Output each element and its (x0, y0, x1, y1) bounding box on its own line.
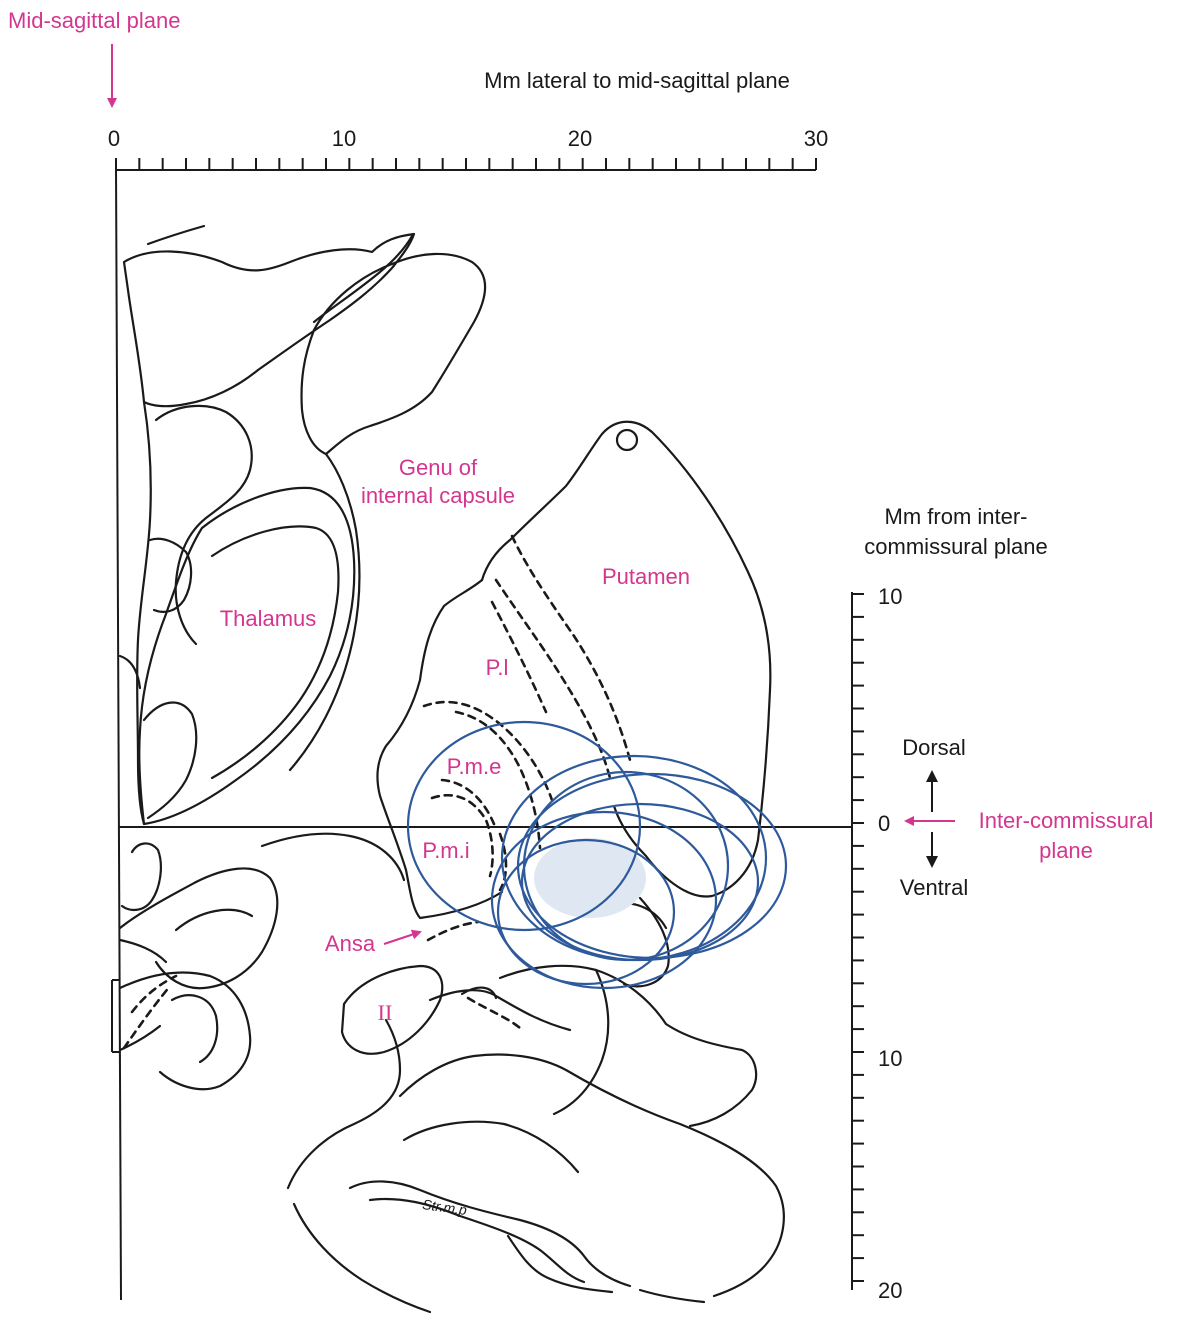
outline-lower-curve-2 (350, 1181, 630, 1286)
putamen-label: Putamen (602, 564, 690, 589)
y-tick-10-ventral: 10 (878, 1046, 902, 1071)
x-tick-20: 20 (568, 126, 592, 151)
outline-caudate-lobe (302, 254, 486, 454)
y-tick-20: 20 (878, 1278, 902, 1303)
outline-lower-left-4 (120, 940, 166, 962)
inter-commissural-label-1: Inter-commissural (979, 808, 1154, 833)
dorsal-label: Dorsal (902, 735, 966, 760)
x-tick-30: 30 (804, 126, 828, 151)
outline-pallidum (378, 580, 502, 918)
outline-lower-left-5 (120, 972, 250, 1089)
right-axis-title-1: Mm from inter- (885, 504, 1028, 529)
outline-lower-curve-1 (294, 1204, 430, 1312)
outline-upper-block (124, 234, 414, 406)
strmp-label: Str.m.p (421, 1196, 468, 1218)
outline-temporal-lower (400, 1055, 784, 1296)
pme-label: P.m.e (447, 754, 502, 779)
optic-label: II (378, 1000, 393, 1025)
mid-sagittal-label: Mid-sagittal plane (8, 8, 180, 33)
outline-left-block (144, 703, 196, 818)
outline-temporal-mid (554, 970, 608, 1114)
x-tick-10: 10 (332, 126, 356, 151)
outline-lower-curve-4 (508, 1236, 612, 1292)
outline-putamen (482, 422, 770, 897)
x-axis-ruler (116, 158, 816, 170)
y-tick-0: 0 (878, 811, 890, 836)
outline-top-fragment (148, 226, 204, 244)
genu-label-2: internal capsule (361, 483, 515, 508)
ansa-arrow (384, 932, 420, 944)
thalamus-label: Thalamus (220, 606, 317, 631)
outline-lower-left-3 (176, 910, 252, 930)
dashed-laminae (124, 536, 630, 1048)
outline-lower-curve-3 (370, 1199, 584, 1282)
outline-lower-mid (262, 834, 404, 880)
genu-label-1: Genu of (399, 455, 478, 480)
ansa-label: Ansa (325, 931, 376, 956)
right-axis-title-2: commissural plane (864, 534, 1047, 559)
outline-hippocampal (288, 1020, 400, 1188)
outline-putamen-foramen (617, 430, 637, 450)
outline-lower-curve-5 (640, 1290, 704, 1302)
outline-lower-left-6 (172, 995, 217, 1062)
outline-lower-left-2 (120, 868, 277, 988)
outline-temporal-inner (404, 1122, 578, 1172)
outline-lower-left-1 (122, 843, 161, 910)
y-tick-10-dorsal: 10 (878, 584, 902, 609)
ventral-label: Ventral (900, 875, 969, 900)
outline-thalamus-inner (212, 526, 338, 778)
x-axis-title: Mm lateral to mid-sagittal plane (484, 68, 790, 93)
inter-commissural-label-2: plane (1039, 838, 1093, 863)
pmi-label: P.m.i (422, 838, 469, 863)
y-axis-ruler (852, 592, 864, 1290)
mid-sagittal-line (116, 166, 121, 1300)
pl-label: P.l (486, 655, 509, 680)
outline-lower-band (430, 990, 570, 1030)
x-tick-0: 0 (108, 126, 120, 151)
